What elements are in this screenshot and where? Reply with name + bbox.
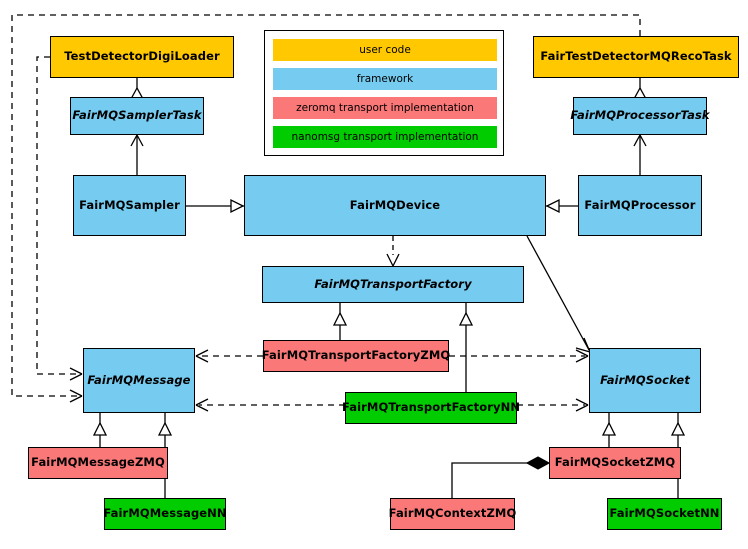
edge-device-uses-transportfactory xyxy=(386,236,400,267)
node-FairMQMessageNN[interactable]: FairMQMessageNN xyxy=(103,498,227,530)
node-FairMQDevice[interactable]: FairMQDevice xyxy=(244,175,546,236)
edge-processor-inherits-device xyxy=(545,198,578,214)
edge-messagezmq-inherits-message xyxy=(92,413,108,447)
edge-sampler-uses-samplertask xyxy=(130,134,144,175)
node-FairTestDetectorMQRecoTask[interactable]: FairTestDetectorMQRecoTask xyxy=(533,36,739,78)
edge-factorynn-creates-socket xyxy=(517,398,589,412)
node-FairMQSocketNN[interactable]: FairMQSocketNN xyxy=(607,498,722,530)
edge-processor-uses-processortask xyxy=(633,134,647,175)
node-FairMQMessage[interactable]: FairMQMessage xyxy=(83,348,195,413)
edge-sampler-inherits-device xyxy=(186,198,245,214)
edge-recotask-uses-message xyxy=(11,14,641,403)
legend-label-framework: framework xyxy=(356,73,414,85)
node-FairMQProcessorTask[interactable]: FairMQProcessorTask xyxy=(570,97,710,135)
node-FairMQSamplerTask[interactable]: FairMQSamplerTask xyxy=(70,97,204,135)
legend-item-framework: framework xyxy=(273,68,497,90)
edge-socketzmq-inherits-socket xyxy=(601,413,617,447)
node-FairMQContextZMQ[interactable]: FairMQContextZMQ xyxy=(389,498,516,530)
node-FairMQTransportFactoryNN[interactable]: FairMQTransportFactoryNN xyxy=(342,392,520,424)
node-FairMQSocketZMQ[interactable]: FairMQSocketZMQ xyxy=(549,447,681,479)
edge-digiloader-uses-message xyxy=(36,56,83,381)
edge-factoryzmq-creates-socket xyxy=(449,349,589,363)
node-FairMQTransportFactoryZMQ[interactable]: FairMQTransportFactoryZMQ xyxy=(262,340,450,372)
node-FairMQTransportFactory[interactable]: FairMQTransportFactory xyxy=(262,266,524,303)
legend-item-nanomsg: nanomsg transport implementation xyxy=(273,126,497,148)
edge-factorynn-creates-message xyxy=(195,398,345,412)
legend-label-nanomsg: nanomsg transport implementation xyxy=(291,131,479,143)
node-FairMQSocket[interactable]: FairMQSocket xyxy=(589,348,701,413)
legend-label-zeromq: zeromq transport implementation xyxy=(296,102,474,114)
node-TestDetectorDigiLoader[interactable]: TestDetectorDigiLoader xyxy=(50,36,234,78)
legend-item-user-code: user code xyxy=(273,39,497,61)
edge-factoryzmq-creates-message xyxy=(195,349,263,363)
node-FairMQSampler[interactable]: FairMQSampler xyxy=(73,175,186,236)
edge-factoryzmq-inherits-factory xyxy=(332,303,348,340)
node-FairMQProcessor[interactable]: FairMQProcessor xyxy=(578,175,702,236)
legend-label-user-code: user code xyxy=(359,44,411,56)
edge-contextzmq-composed-in-socketzmq xyxy=(451,456,551,498)
edge-device-uses-socket xyxy=(526,235,591,353)
edge-factorynn-inherits-factory xyxy=(458,303,474,392)
legend-item-zeromq: zeromq transport implementation xyxy=(273,97,497,119)
color-legend: user code framework zeromq transport imp… xyxy=(264,30,504,156)
node-FairMQMessageZMQ[interactable]: FairMQMessageZMQ xyxy=(28,447,168,479)
edge-digiloader-inherits-samplertask xyxy=(129,78,145,100)
edge-recotask-inherits-processortask xyxy=(632,78,648,100)
